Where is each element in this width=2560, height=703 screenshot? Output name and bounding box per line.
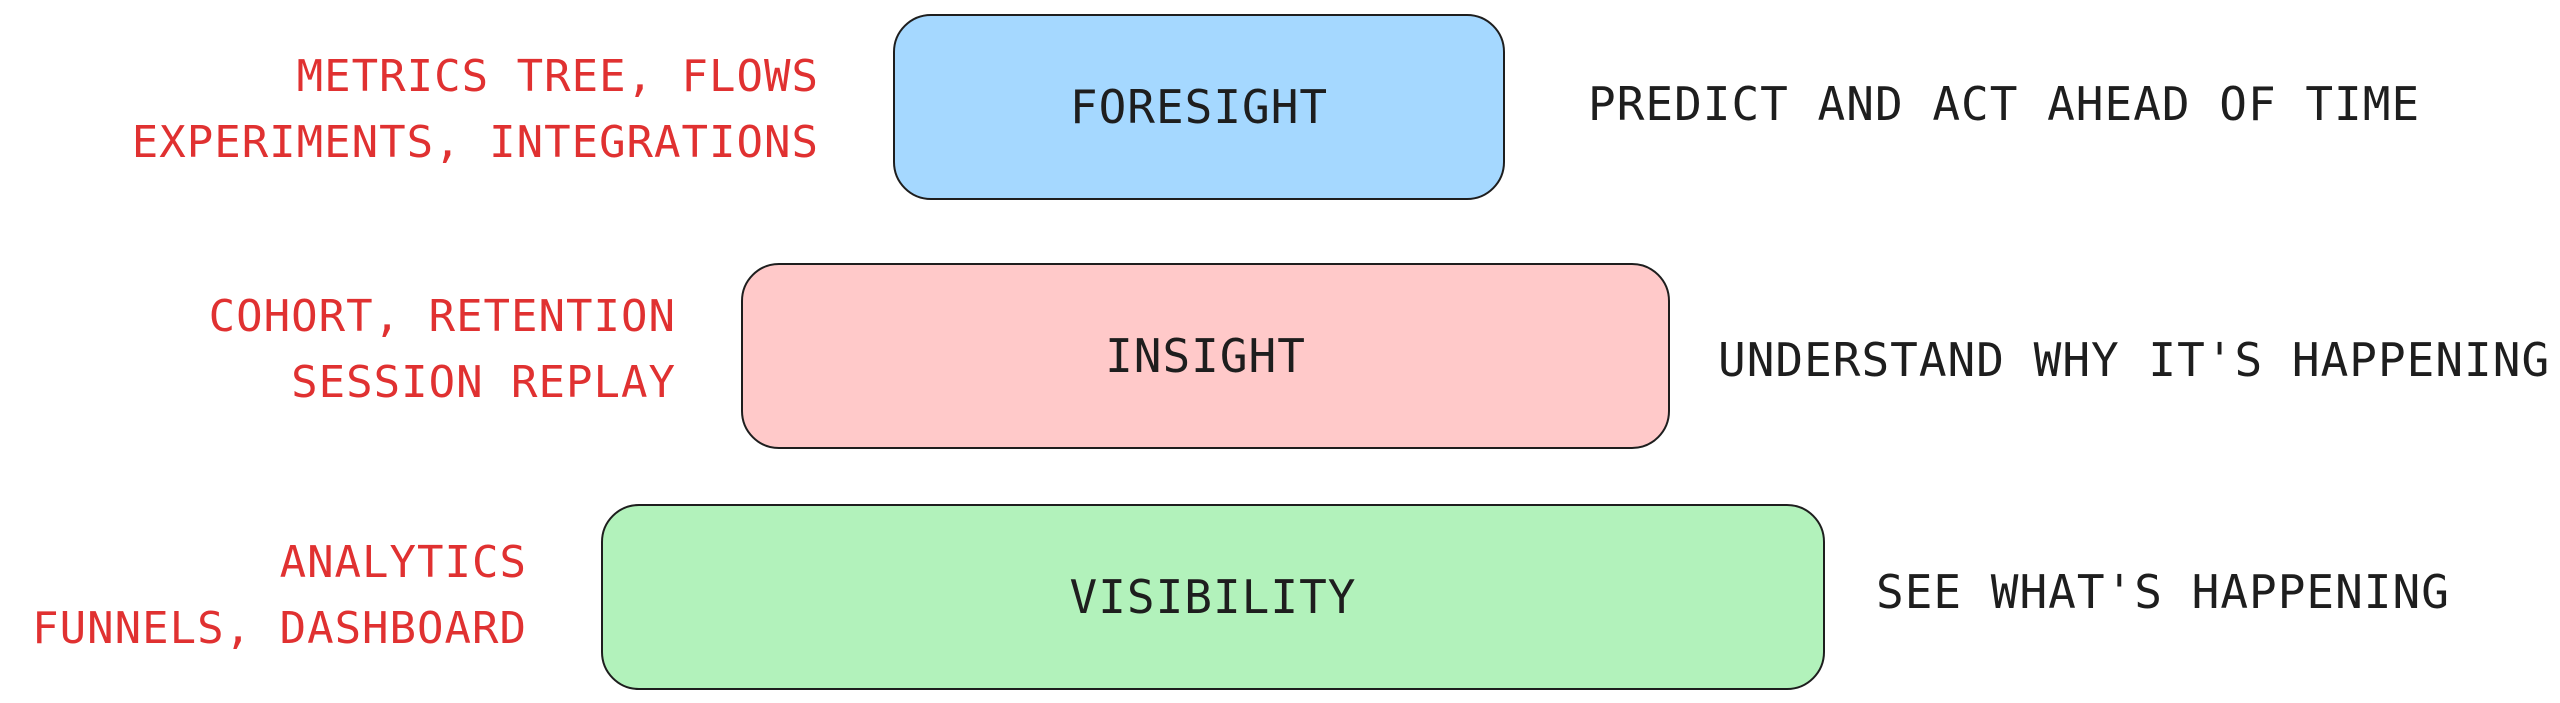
insight-feature-line: SESSION REPLAY [291,357,676,408]
visibility-tier-label: VISIBILITY [1069,570,1357,624]
visibility-features: ANALYTICS FUNNELS, DASHBOARD [32,530,527,662]
foresight-tier-box: FORESIGHT [893,14,1505,200]
foresight-feature-line: EXPERIMENTS, INTEGRATIONS [131,117,819,168]
visibility-feature-line: ANALYTICS [279,537,527,588]
insight-tier-label: INSIGHT [1105,329,1306,383]
foresight-description: PREDICT AND ACT AHEAD OF TIME [1588,77,2421,131]
insight-feature-line: COHORT, RETENTION [208,291,676,342]
visibility-description: SEE WHAT'S HAPPENING [1876,565,2450,619]
insight-features: COHORT, RETENTION SESSION REPLAY [209,284,676,416]
foresight-features: METRICS TREE, FLOWS EXPERIMENTS, INTEGRA… [132,44,819,176]
visibility-feature-line: FUNNELS, DASHBOARD [32,603,527,654]
insight-tier-box: INSIGHT [741,263,1670,449]
foresight-feature-line: METRICS TREE, FLOWS [296,51,819,102]
visibility-tier-box: VISIBILITY [601,504,1825,690]
insight-description: UNDERSTAND WHY IT'S HAPPENING [1718,333,2551,387]
foresight-tier-label: FORESIGHT [1069,80,1329,134]
